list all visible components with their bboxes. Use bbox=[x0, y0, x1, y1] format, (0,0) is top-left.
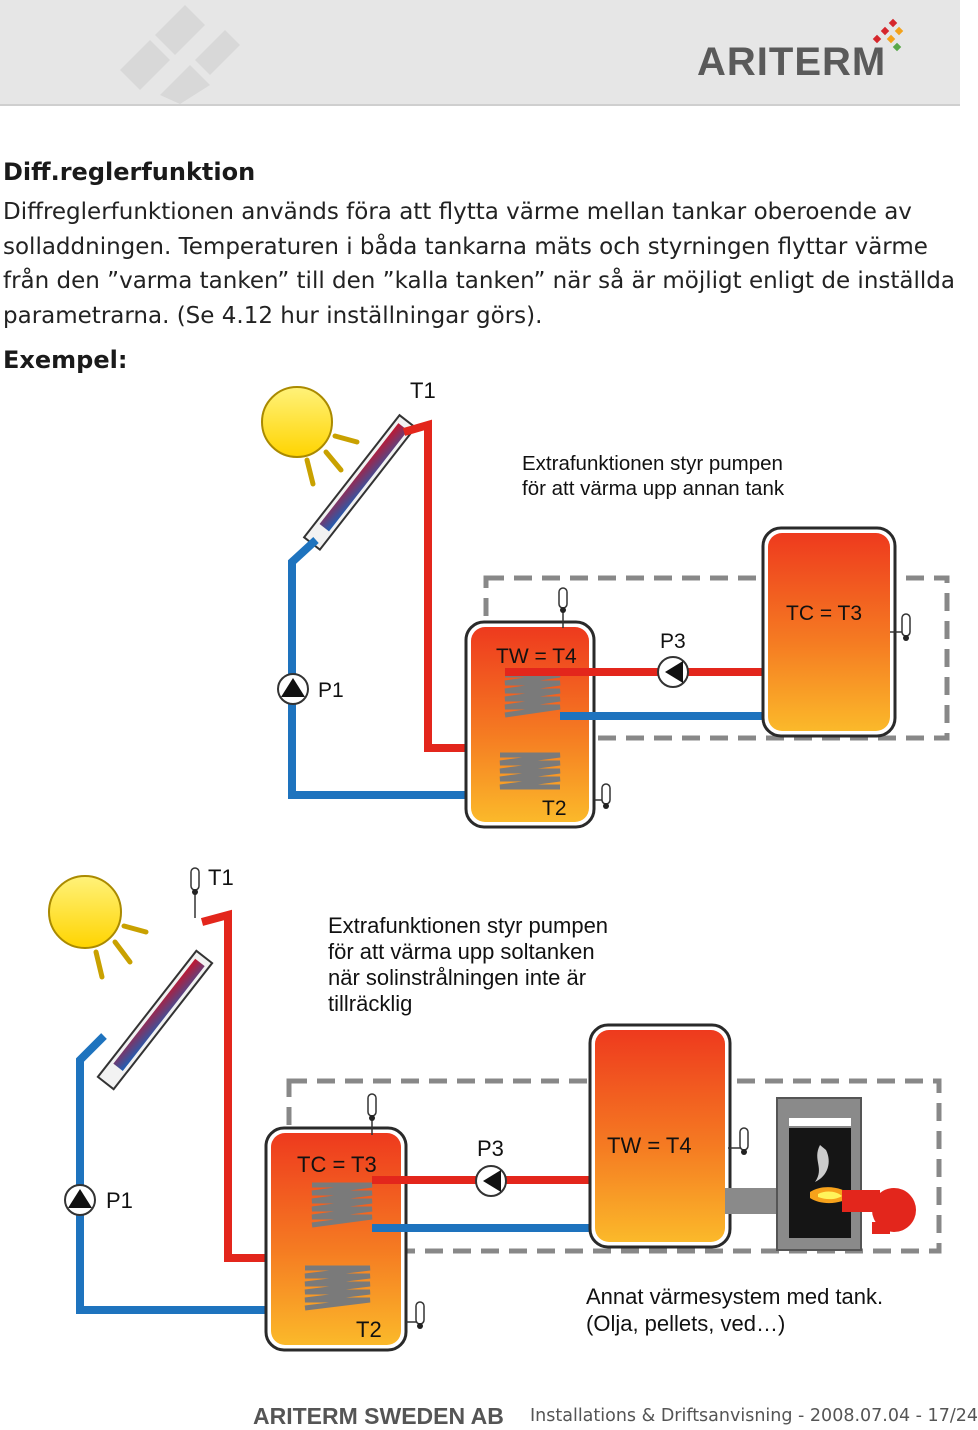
diagram-1: T1 Extrafunktionen styr pumpen för att v… bbox=[261, 378, 950, 829]
section-paragraph: Diffreglerfunktionen används föra att fl… bbox=[3, 199, 955, 329]
page-header: ARITERM bbox=[0, 0, 960, 106]
sun-icon bbox=[261, 386, 360, 487]
label-p3: P3 bbox=[477, 1136, 504, 1161]
label-t1: T1 bbox=[410, 378, 436, 403]
heat-exchanger-coil bbox=[504, 672, 561, 718]
thermometer-icon bbox=[728, 1127, 749, 1155]
solar-collector-icon bbox=[96, 949, 214, 1091]
other-system-line: (Olja, pellets, ved…) bbox=[586, 1311, 785, 1336]
logo-mark-icon bbox=[872, 18, 904, 52]
caption-line: för att värma upp annan tank bbox=[522, 477, 785, 500]
section-heading: Diff.reglerfunktion bbox=[3, 158, 256, 186]
example-label: Exempel: bbox=[3, 346, 128, 374]
label-p1: P1 bbox=[318, 679, 344, 702]
other-system-line: Annat värmesystem med tank. bbox=[586, 1284, 883, 1309]
label-tank-left: TC = T3 bbox=[297, 1152, 377, 1177]
pump-p1-icon bbox=[277, 673, 309, 705]
footer-company: ARITERM SWEDEN AB bbox=[253, 1403, 504, 1429]
pump-p3-icon bbox=[657, 656, 689, 688]
heat-exchanger-coil bbox=[499, 752, 561, 790]
label-p3: P3 bbox=[660, 630, 686, 653]
label-t2: T2 bbox=[542, 797, 567, 820]
diagram-2: T1 Extrafunktionen styr pumpen för att v… bbox=[48, 865, 942, 1352]
label-tank-right: TW = T4 bbox=[607, 1133, 692, 1158]
thermometer-icon bbox=[890, 613, 911, 641]
thermometer-icon bbox=[406, 1301, 425, 1329]
thermometer-icon bbox=[367, 1093, 377, 1135]
watermark-pattern-icon bbox=[120, 5, 240, 104]
label-t1: T1 bbox=[208, 865, 234, 890]
thermometer-icon bbox=[595, 783, 611, 809]
caption-line: tillräcklig bbox=[328, 991, 412, 1016]
label-t2: T2 bbox=[356, 1317, 382, 1342]
ariterm-logo: ARITERM bbox=[697, 40, 887, 84]
label-tank-left: TW = T4 bbox=[496, 645, 577, 668]
label-tank-right: TC = T3 bbox=[786, 602, 862, 625]
caption-line: när solinstrålningen inte är bbox=[328, 965, 586, 990]
caption-line: Extrafunktionen styr pumpen bbox=[328, 913, 608, 938]
caption-line: Extrafunktionen styr pumpen bbox=[522, 452, 783, 475]
caption-line: för att värma upp soltanken bbox=[328, 939, 595, 964]
pump-p3-icon bbox=[475, 1165, 507, 1197]
label-p1: P1 bbox=[106, 1188, 133, 1213]
heat-exchanger-coil bbox=[311, 1182, 373, 1228]
thermometer-icon bbox=[190, 867, 200, 918]
pump-p1-icon bbox=[64, 1184, 96, 1216]
heat-exchanger-coil bbox=[304, 1265, 371, 1311]
sun-icon bbox=[48, 875, 149, 980]
footer-doc-info: Installations & Driftsanvisning - 2008.0… bbox=[530, 1406, 978, 1426]
boiler-icon bbox=[776, 1097, 916, 1251]
boiler-connection-pipe bbox=[725, 1188, 783, 1214]
thermometer-icon bbox=[558, 587, 568, 628]
